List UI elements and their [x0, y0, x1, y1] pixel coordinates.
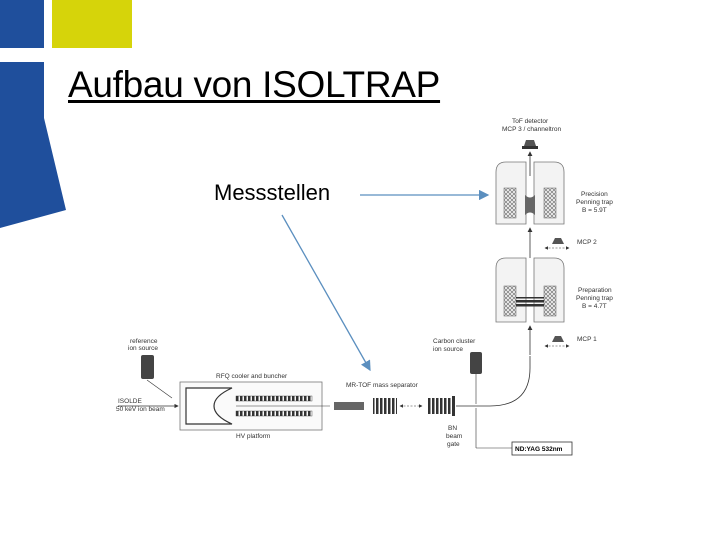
bn-beam-gate — [452, 396, 455, 416]
label-rfq: RFQ cooler and buncher — [216, 373, 288, 380]
label-preparation-3: B = 4.7T — [582, 303, 607, 310]
beam-bend — [456, 356, 531, 407]
carbon-cluster-source — [470, 352, 482, 374]
mcp3-detector-base — [522, 146, 538, 149]
mcp1-detector — [552, 336, 564, 342]
mcp2-detector — [552, 238, 564, 244]
label-ndyag: ND:YAG 532nm — [515, 446, 563, 453]
label-mcp3: MCP 3 / channeltron — [502, 126, 562, 133]
label-reference-2: ion source — [128, 345, 158, 352]
rfq-injection-electrode — [185, 387, 233, 425]
brand-block-blue-swoosh — [0, 62, 66, 228]
label-mrtof: MR-TOF mass separator — [346, 382, 419, 389]
label-carbon-1: Carbon cluster — [433, 338, 476, 345]
label-bn-3: gate — [447, 441, 460, 448]
label-reference-1: reference — [130, 338, 158, 345]
ndyag-laser-box — [511, 441, 573, 456]
isoltrap-schematic: ToF detector MCP 3 / channeltron Precisi… — [116, 118, 613, 456]
label-mcp2: MCP 2 — [577, 239, 597, 246]
label-carbon-2: ion source — [433, 346, 463, 353]
brand-block-yellow — [52, 0, 132, 48]
mrtof-mirror-right — [428, 398, 452, 414]
label-bn-1: BN — [448, 425, 457, 432]
rfq-rods-top — [235, 395, 313, 402]
preparation-penning-trap — [495, 257, 565, 323]
callout-arrow-mrtof — [281, 214, 371, 372]
label-precision-3: B = 5.9T — [582, 207, 607, 214]
rfq-rods-bottom — [235, 410, 313, 417]
label-isolde-2: 50 keV ion beam — [116, 406, 165, 413]
label-isolde-1: ISOLDE — [118, 398, 143, 405]
mrtof-lens — [334, 402, 364, 410]
brand-block-blue-top — [0, 0, 44, 48]
reference-ion-source — [141, 355, 154, 379]
label-bn-2: beam — [446, 433, 462, 440]
mrtof-mirror-left — [373, 398, 397, 414]
label-precision-1: Precision — [581, 191, 608, 198]
callout-messstellen: Messstellen — [214, 180, 331, 205]
precision-penning-trap — [495, 161, 565, 225]
brand-corner-decoration — [0, 0, 132, 228]
slide-title: Aufbau von ISOLTRAP — [68, 64, 441, 105]
label-preparation-2: Penning trap — [576, 295, 613, 302]
reference-beam — [146, 379, 173, 399]
label-mcp1: MCP 1 — [577, 336, 597, 343]
label-hv-platform: HV platform — [236, 433, 270, 440]
label-preparation-1: Preparation — [578, 287, 612, 294]
mcp3-detector — [524, 140, 536, 146]
label-tof-detector: ToF detector — [512, 118, 549, 125]
label-precision-2: Penning trap — [576, 199, 613, 206]
